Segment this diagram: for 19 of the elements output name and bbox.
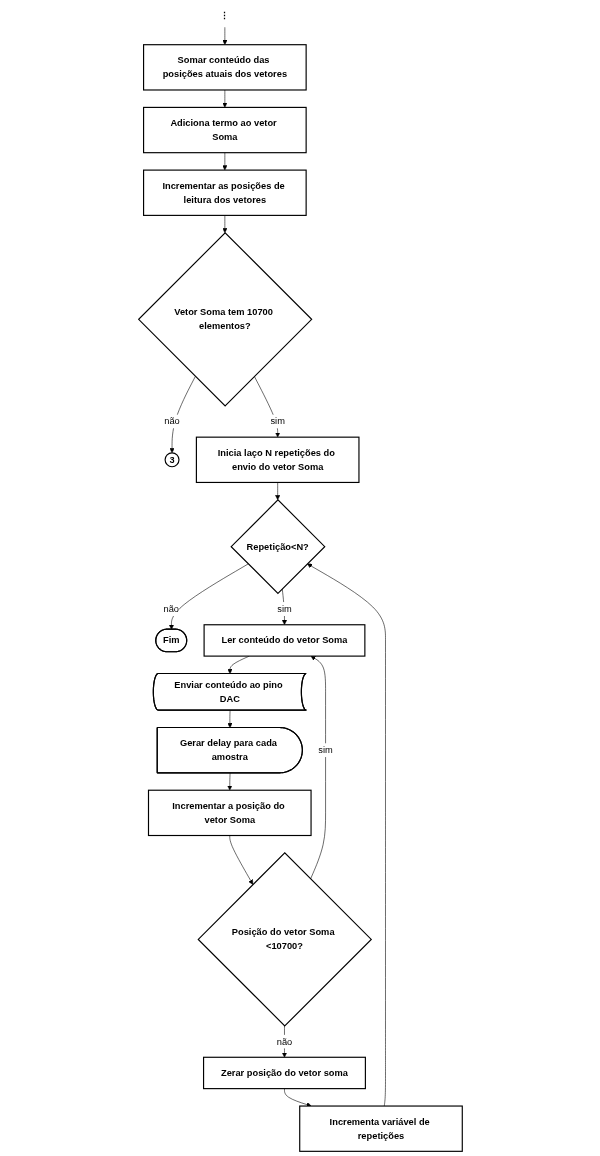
node-box: Incrementar a posição do vetor Soma [147,789,312,837]
node-box: Incrementa variável de repetições [298,1105,463,1152]
node-text: ⋮ [219,10,230,21]
node-box: Adiciona termo ao vetor Soma [142,106,307,154]
node-box: Inicia laço N repetições do envio do vetor Soma [195,436,360,483]
edge-label: sim [276,603,292,614]
node-box: Zerar posição do vetor soma [202,1056,366,1090]
node-diamond: Posição do vetor Soma <10700? [196,852,372,1027]
node-diamond: Repetição<N? [229,499,326,595]
edge-label: sim [317,744,333,755]
edge-label: sim [269,416,285,427]
node-circle: 3 [164,452,180,468]
edge-label: não [276,1036,292,1047]
edge-label: não [163,603,179,614]
edge-label: não [163,416,180,427]
node-box: Incrementar as posições de leitura dos vetores [142,169,307,216]
node-box: Somar conteúdo das posições atuais dos vetores [142,44,307,91]
node-diamond: Vetor Soma tem 10700 elementos? [137,231,312,407]
node-box: Ler conteúdo do vetor Soma [203,624,365,657]
